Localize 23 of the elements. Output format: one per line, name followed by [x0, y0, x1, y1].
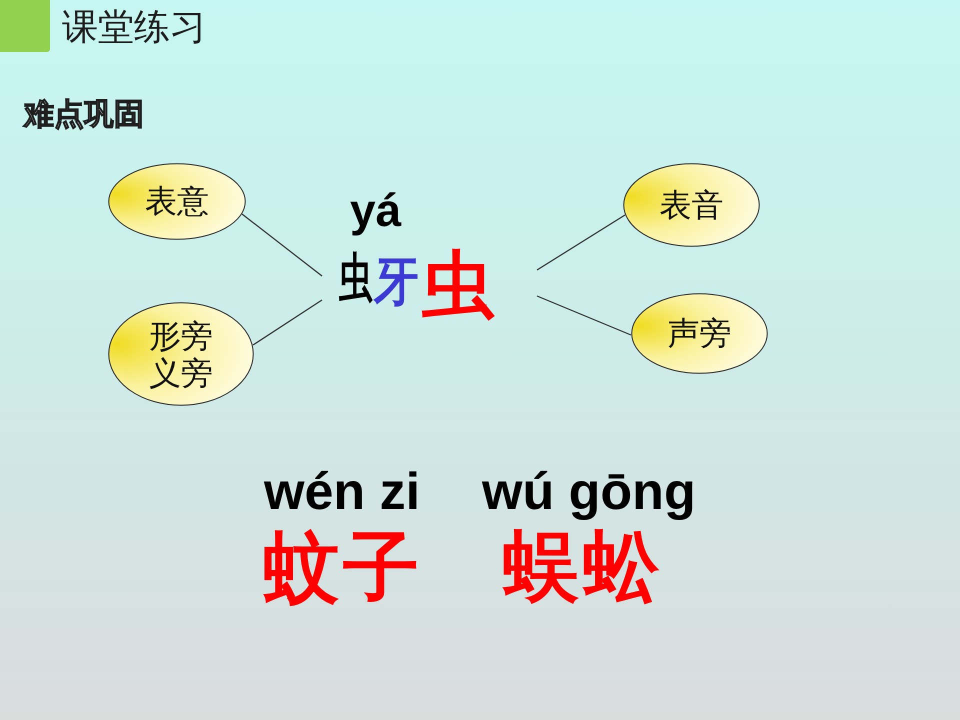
term-ellipse — [108, 163, 246, 240]
term-ellipse — [631, 293, 768, 374]
term-text: 形旁 — [149, 320, 213, 352]
title-text: 课堂练习 — [62, 8, 206, 48]
character-text: 蚊子 — [263, 529, 423, 605]
term-ellipse — [623, 163, 760, 247]
character-text: 蜈蚣 — [503, 529, 663, 605]
term-text: 声旁 — [668, 317, 732, 349]
pinyin-text: wú gōng — [482, 466, 696, 518]
character-text: 虫 — [422, 248, 494, 320]
term-text: 表音 — [660, 189, 724, 221]
radical-character: 虫 — [339, 252, 372, 304]
connector-line — [536, 214, 626, 270]
phonetic-character: 牙 — [374, 256, 419, 308]
term-text: 表意 — [145, 185, 209, 217]
connector-line — [252, 300, 322, 346]
connector-line — [242, 214, 322, 276]
pinyin-text: yá — [350, 187, 402, 233]
term-text: 义旁 — [149, 357, 213, 389]
term-ellipse — [108, 302, 254, 406]
pinyin-text: wén zi — [264, 466, 420, 518]
connector-line — [536, 295, 632, 336]
subheading-text: 难点巩固 — [24, 100, 144, 130]
